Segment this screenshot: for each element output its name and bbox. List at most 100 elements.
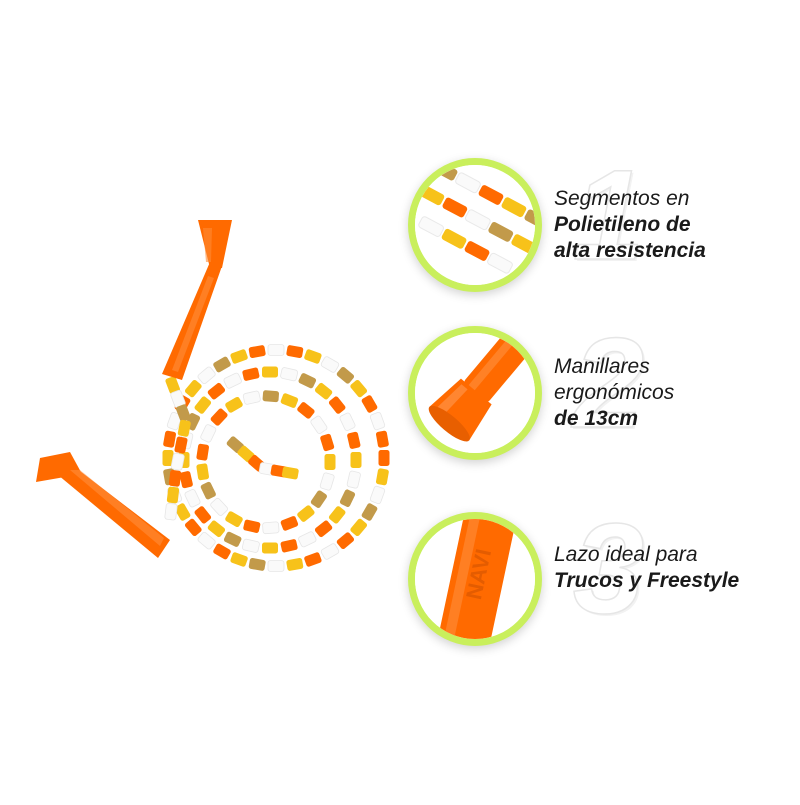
rope-bead [297, 402, 315, 419]
rope-bead [310, 415, 328, 434]
rope-bead [350, 452, 362, 468]
rope-bead [319, 472, 335, 491]
rope-bead [336, 366, 355, 384]
rope-bead [262, 521, 280, 535]
rope-bead [197, 366, 216, 385]
rope-bead [174, 503, 191, 521]
rope-bead [197, 531, 216, 550]
feature-line-2: Trucos y Freestyle [554, 569, 740, 592]
rope-bead [280, 367, 299, 382]
feature-line-1: Segmentos en [554, 187, 690, 210]
feature-1: 1 [408, 151, 800, 298]
rope-bead [168, 469, 182, 487]
rope-bead [223, 531, 242, 547]
rope-bead [336, 532, 355, 550]
rope-bead [297, 505, 315, 522]
rope-bead [262, 390, 280, 403]
rope-bead [369, 412, 386, 431]
rope-bead [328, 506, 346, 524]
feature-2: 2 Manillares ergonómicos de 13cm [408, 319, 800, 466]
rope-bead [298, 373, 317, 389]
rope-bead [298, 531, 317, 548]
rope-bead [248, 557, 266, 571]
feature-text: Lazo ideal para Trucos y Freestyle [554, 542, 739, 594]
rope-bead [262, 542, 278, 554]
rope-bead [207, 382, 226, 400]
branded-handle-closeup-circle: NAVI [408, 512, 542, 646]
upper-handle [162, 220, 232, 380]
rope-bead [225, 396, 243, 413]
rope-bead [320, 543, 340, 560]
rope-bead [286, 557, 304, 571]
rope-bead [223, 372, 242, 389]
rope-bead [286, 345, 304, 359]
rope-bead [184, 379, 202, 398]
rope-bead [262, 366, 278, 378]
rope-bead [314, 520, 333, 538]
feature-line-2: ergonómicos [554, 381, 675, 404]
rope-bead [375, 468, 389, 486]
feature-number: 3 [572, 498, 645, 641]
rope-bead [174, 436, 188, 454]
rope-segments-icon [415, 165, 535, 285]
feature-line-3: alta resistencia [554, 239, 706, 262]
feature-3: 3 NAVI Lazo ideal para Trucos y Freestyl… [408, 505, 800, 652]
feature-line-1: Manillares [554, 355, 650, 378]
rope-bead [314, 382, 333, 400]
rope-bead [267, 344, 285, 356]
rope-bead [243, 519, 261, 533]
rope-bead [237, 445, 255, 463]
rope-bead [320, 356, 340, 373]
feature-text: Manillares ergonómicos de 13cm [554, 354, 674, 432]
rope-bead [304, 552, 322, 567]
rope-bead [280, 393, 299, 408]
rope-bead [361, 503, 378, 521]
rope-bead [226, 436, 244, 454]
rope-bead [184, 518, 202, 537]
rope-bead [248, 345, 266, 359]
feature-line-2: Polietileno de [554, 213, 691, 236]
rope-beads [162, 344, 390, 572]
rope-bead [375, 430, 389, 448]
rope-bead [304, 349, 322, 364]
rope-bead [241, 538, 260, 553]
handle-end-icon [415, 333, 535, 453]
rope-bead [166, 486, 180, 504]
rope-bead [210, 408, 228, 426]
rope-bead [347, 431, 361, 449]
rope-bead [184, 489, 201, 508]
rope-bead [225, 511, 243, 528]
rope-bead [378, 450, 390, 466]
rope-bead [200, 424, 217, 443]
feature-text: Segmentos en Polietileno de alta resiste… [554, 186, 706, 264]
rope-bead [267, 560, 285, 572]
feature-line-3: de 13cm [554, 407, 639, 430]
rope-bead [361, 395, 378, 413]
feature-number: 2 [572, 312, 645, 455]
rope-bead [170, 452, 185, 471]
rope-bead [230, 552, 248, 567]
rope-bead [163, 430, 177, 448]
rope-bead [194, 506, 212, 524]
rope-bead [339, 412, 356, 431]
rope-bead [346, 470, 361, 489]
rope-bead [213, 356, 231, 373]
handle-closeup-circle [408, 326, 542, 460]
rope-bead [230, 349, 248, 364]
rope-bead [162, 450, 174, 466]
rope-bead [339, 489, 356, 507]
rope-bead [213, 543, 231, 560]
rope-bead [166, 412, 183, 431]
rope-bead [280, 516, 299, 531]
rope-bead [328, 396, 346, 414]
rope-bead [320, 433, 335, 452]
feature-number: 1 [572, 144, 645, 287]
rope-bead [281, 466, 299, 480]
rope-bead [369, 485, 386, 504]
rope-bead [310, 490, 327, 508]
rope-bead [280, 539, 298, 553]
rope-bead [177, 419, 191, 437]
feature-line-1: Lazo ideal para [554, 543, 698, 566]
segments-closeup-circle [408, 158, 542, 292]
